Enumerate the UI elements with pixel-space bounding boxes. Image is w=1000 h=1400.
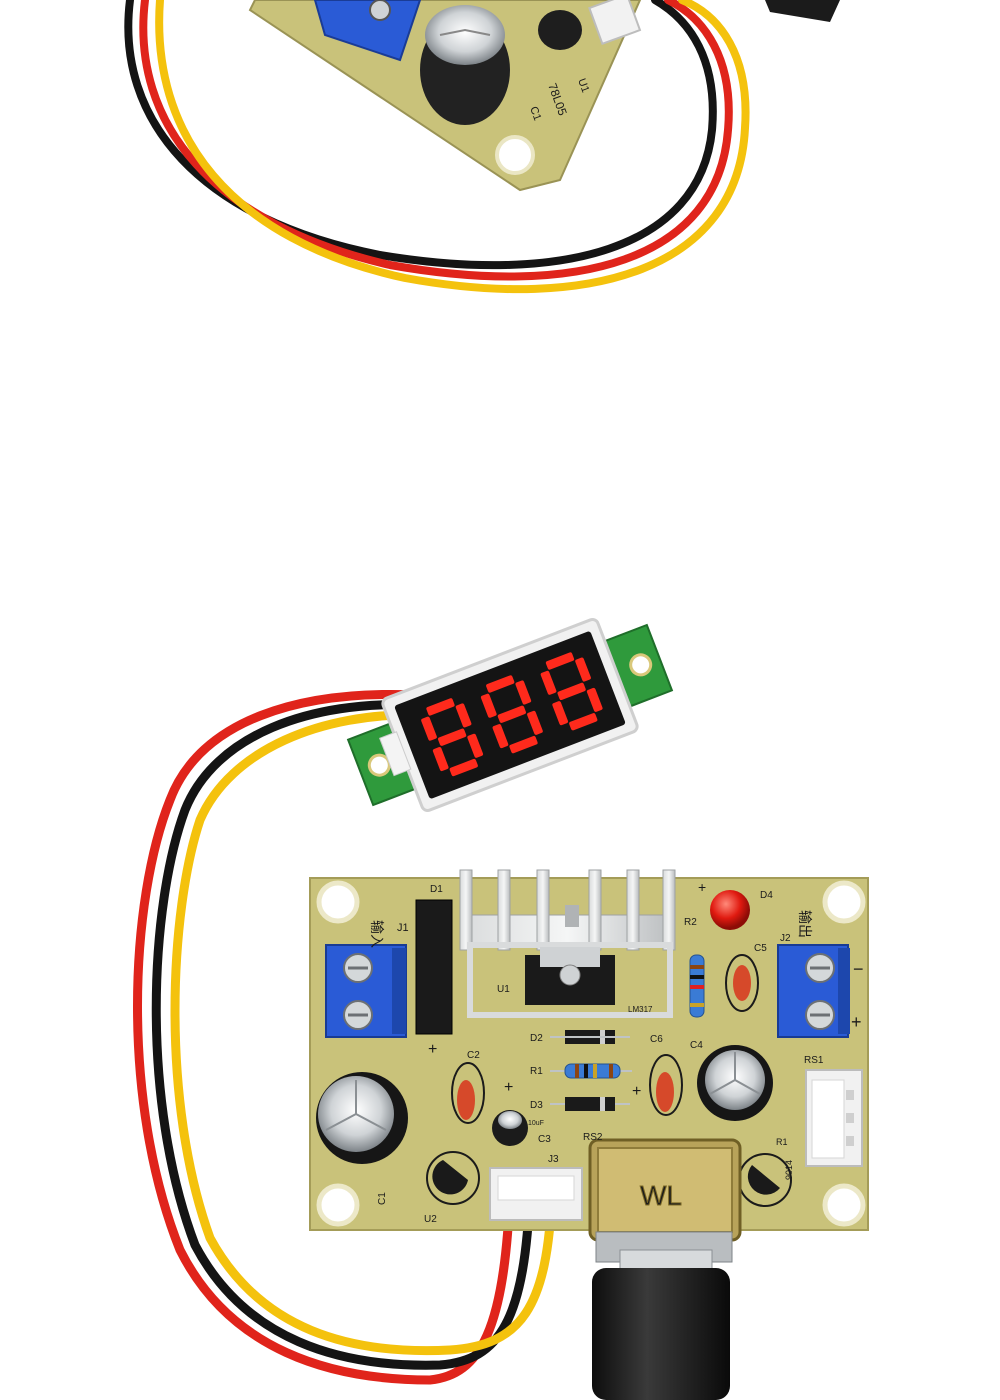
label-d4: D4	[760, 890, 773, 901]
label-q1: 9014	[784, 1160, 794, 1180]
top-mounting-hole	[495, 135, 535, 175]
capacitor-c1	[316, 1072, 408, 1164]
label-d3: D3	[530, 1100, 543, 1111]
mounting-hole	[316, 1183, 360, 1227]
input-terminal-j1	[325, 944, 407, 1038]
label-c6: C6	[650, 1034, 663, 1045]
label-r2: R2	[684, 917, 697, 928]
label-j2-minus: −	[853, 959, 864, 979]
top-connector	[588, 0, 642, 46]
digit-2-segment-d	[509, 735, 538, 754]
top-ref-u1: U1	[575, 77, 591, 94]
led-d4	[710, 890, 750, 930]
digit-1-segment-d	[449, 758, 478, 777]
label-c3: C3	[538, 1134, 551, 1145]
top-transistor	[538, 10, 582, 50]
label-c2-plus: +	[504, 1079, 513, 1096]
digit-2-segment-a	[486, 675, 515, 693]
digit-1-segment-f	[421, 716, 437, 741]
wire-bundle	[133, 689, 557, 1385]
label-c3-value: 10uF	[528, 1120, 544, 1127]
potentiometer-rs2: WL	[588, 1138, 742, 1400]
digit-2-segment-g	[497, 705, 526, 723]
resistor-r2	[689, 954, 705, 1018]
digit-3-segment-f	[540, 670, 557, 695]
digit-1-segment-a	[426, 698, 455, 716]
label-d1-plus: +	[428, 1041, 437, 1058]
label-d1: D1	[430, 884, 443, 895]
pot-knob[interactable]	[592, 1268, 730, 1400]
label-j2-plus: +	[851, 1012, 862, 1032]
label-c4: C4	[690, 1040, 703, 1051]
top-ref-c1: C1	[527, 105, 543, 122]
label-r1: R1	[530, 1066, 543, 1077]
diode-d3	[550, 1097, 630, 1111]
digit-2-segment-e	[492, 724, 509, 749]
connector-rs1	[805, 1069, 863, 1167]
voltmeter-module	[346, 618, 674, 812]
digit-3-segment-a	[545, 652, 575, 670]
label-j1: J1	[397, 922, 409, 934]
regulator-lm317	[525, 947, 615, 1005]
digit-3-segment-g	[557, 682, 586, 700]
digit-1-segment-e	[432, 747, 449, 772]
label-j1-name: 输入	[369, 920, 385, 948]
top-screw-terminal	[313, 0, 422, 62]
top-wire-bundle	[124, 0, 750, 294]
capacitor-c5	[725, 954, 759, 1012]
digit-2-segment-c	[527, 710, 543, 735]
bottom-photo: J1 输入 D1 +	[133, 618, 869, 1400]
label-c5: C5	[754, 943, 767, 954]
pot-brand: WL	[640, 1180, 682, 1211]
top-photo: 78L05 U1 C1	[124, 0, 840, 294]
label-rs2: RS2	[583, 1132, 603, 1143]
capacitor-c3	[492, 1110, 528, 1146]
bridge-d1	[415, 899, 453, 1035]
label-c1: C1	[377, 1192, 388, 1205]
mounting-hole	[822, 1183, 866, 1227]
label-q1-ref: R1	[776, 1137, 788, 1147]
mounting-hole	[822, 880, 866, 924]
connector-j3	[489, 1167, 583, 1221]
digit-3-segment-b	[575, 657, 591, 682]
label-lm317: LM317	[628, 1005, 653, 1014]
digit-3-segment-c	[586, 687, 603, 712]
heatsink	[459, 869, 676, 1018]
capacitor-c2	[451, 1062, 485, 1124]
transistor-u2	[426, 1151, 480, 1205]
capacitor-c4	[697, 1045, 773, 1121]
top-voltmeter-edge	[765, 0, 840, 22]
resistor-r1	[550, 1063, 632, 1079]
output-terminal-j2	[777, 944, 850, 1038]
label-c2: C2	[467, 1050, 480, 1061]
digit-3-segment-d	[569, 713, 598, 731]
label-u1: U1	[497, 984, 510, 995]
capacitor-c6	[649, 1054, 683, 1116]
label-u2: U2	[424, 1214, 437, 1225]
top-electrolytic-capacitor	[420, 5, 510, 125]
label-d2: D2	[530, 1033, 543, 1044]
label-c6-plus: +	[632, 1083, 641, 1100]
label-j2: J2	[780, 933, 791, 944]
digit-group	[421, 652, 603, 777]
digit-2-segment-f	[480, 693, 497, 718]
digit-2-segment-b	[515, 680, 532, 705]
diode-d2	[550, 1030, 630, 1044]
digit-1-segment-g	[438, 728, 467, 746]
label-rs1: RS1	[804, 1055, 824, 1066]
digit-1-segment-b	[455, 703, 472, 728]
digit-3-segment-e	[552, 701, 568, 726]
label-d4-plus: +	[698, 879, 706, 895]
mounting-hole	[316, 880, 360, 924]
digit-1-segment-c	[467, 733, 484, 758]
label-j3: J3	[548, 1154, 559, 1165]
label-j2-name: 输出	[797, 910, 813, 938]
